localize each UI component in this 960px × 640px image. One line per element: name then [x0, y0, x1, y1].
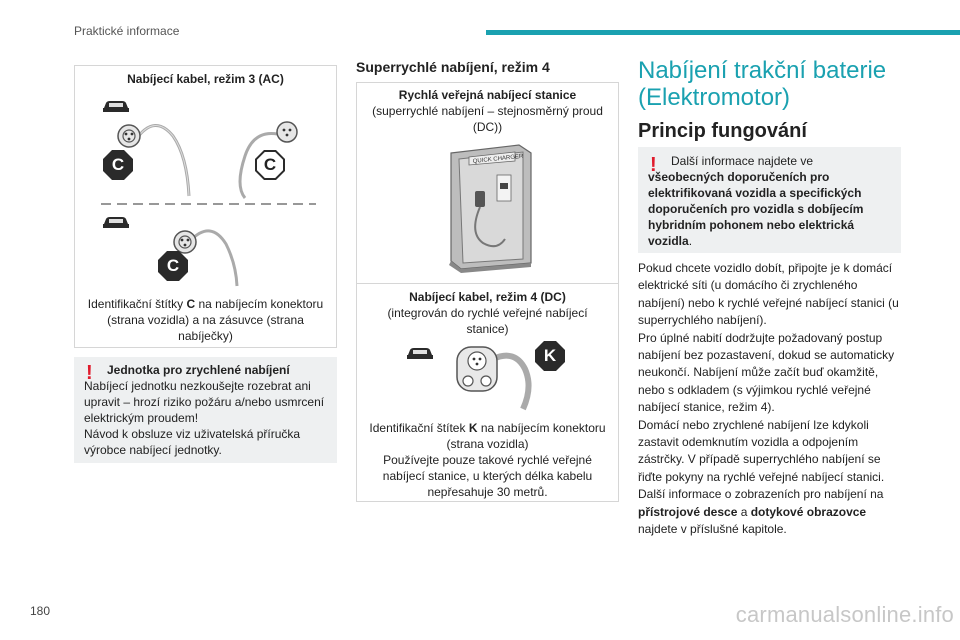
dc-station-box: Rychlá veřejná nabíjecí stanice (superry…	[356, 82, 619, 502]
section-title: Nabíjení trakční baterie (Elektromotor)	[638, 57, 887, 111]
dc-cable-subtitle: (integrován do rychlé veřejné nabíjecí s…	[387, 306, 588, 336]
label-k-dark: K	[535, 341, 565, 371]
warning-exclamation-icon: !	[86, 362, 93, 384]
ac-cable-title: Nabíjecí kabel, režim 3 (AC)	[127, 72, 284, 86]
header-accent-bar	[486, 30, 960, 35]
info-warning-text: Další informace najdete ve všeobecných d…	[648, 154, 864, 248]
dashed-divider	[101, 203, 316, 205]
running-header: Praktické informace	[74, 24, 180, 38]
vehicle-connector-icon	[173, 229, 239, 287]
warning-title: Jednotka pro zrychlené nabíjení	[107, 363, 290, 377]
car-icon	[407, 348, 433, 359]
car-icon	[103, 217, 129, 228]
charger-sign-text: QUICK CHARGER	[473, 154, 525, 165]
vehicle-connector-icon	[117, 124, 191, 197]
dc-cable-title: Nabíjecí kabel, režim 4 (DC)	[409, 290, 566, 304]
page-number: 180	[30, 604, 51, 618]
station-title: Rychlá veřejná nabíjecí stanice	[398, 88, 577, 102]
charging-unit-warning: ! Jednotka pro zrychlené nabíjení Nabíje…	[74, 357, 337, 463]
car-icon	[103, 101, 129, 112]
dc-cable-caption: Identifikační štítek K na nabíjecím kone…	[369, 421, 606, 499]
station-separator	[357, 283, 618, 284]
section-subtitle: Princip fungování	[638, 120, 807, 142]
warning-exclamation-icon: !	[650, 154, 657, 176]
watermark: carmanualsonline.info	[735, 602, 954, 627]
quick-charger-station-icon: QUICK CHARGER	[449, 144, 532, 273]
socket-plug-icon	[238, 121, 298, 199]
ac-cable-box: Nabíjecí kabel, režim 3 (AC) C C	[74, 65, 337, 348]
warning-text: Nabíjecí jednotku nezkoušejte rozebrat a…	[84, 379, 325, 457]
label-c-dark-bottom: C	[158, 251, 188, 281]
label-c-dark-top: C	[103, 150, 133, 180]
dc-connector-icon	[456, 346, 532, 411]
dc-heading: Superrychlé nabíjení, režim 4	[356, 59, 550, 75]
ac-cable-caption: Identifikační štítky C na nabíjecím kone…	[87, 297, 324, 343]
station-subtitle: (superrychlé nabíjení – stejnosměrný pro…	[372, 104, 603, 134]
label-c-light-top: C	[255, 150, 285, 180]
body-text: Pokud chcete vozidlo dobít, připojte je …	[638, 261, 899, 537]
info-warning: ! Další informace najdete ve všeobecných…	[638, 147, 901, 253]
